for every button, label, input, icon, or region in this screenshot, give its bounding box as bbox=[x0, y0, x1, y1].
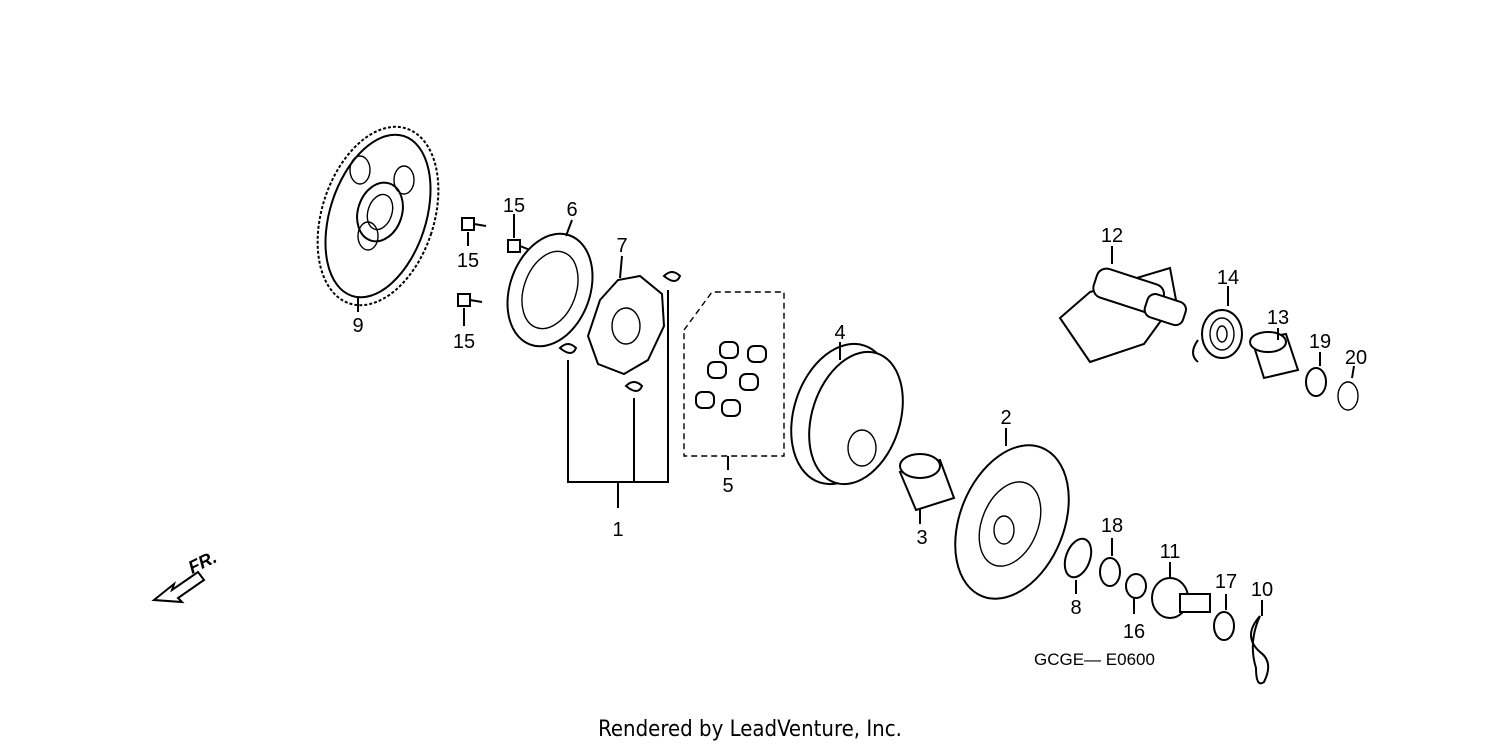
label-part-20: 20 bbox=[1345, 347, 1367, 369]
part-2-fan[interactable] bbox=[934, 428, 1090, 615]
label-part-1: 1 bbox=[612, 519, 623, 541]
label-part-4: 4 bbox=[834, 322, 845, 344]
label-part-2: 2 bbox=[1000, 407, 1011, 429]
part-1-spring-cap-c[interactable] bbox=[662, 271, 682, 282]
part-1-spring-cap-b[interactable] bbox=[624, 381, 644, 392]
front-direction-arrow: FR. bbox=[151, 547, 220, 604]
part-15-bolt-lower-left[interactable] bbox=[457, 293, 483, 307]
label-part-5: 5 bbox=[722, 475, 733, 497]
part-20-circlip[interactable] bbox=[1337, 381, 1359, 411]
label-part-15c: 15 bbox=[453, 331, 475, 353]
part-13-bushing[interactable] bbox=[1249, 331, 1300, 380]
part-18-washer[interactable] bbox=[1099, 557, 1121, 587]
part-10-clip[interactable] bbox=[1250, 615, 1270, 685]
label-part-8: 8 bbox=[1070, 597, 1081, 619]
part-3-collar[interactable] bbox=[898, 453, 956, 512]
label-part-17: 17 bbox=[1215, 571, 1237, 593]
part-15-bolt-upper-left[interactable] bbox=[461, 217, 487, 231]
part-6-plate[interactable] bbox=[493, 222, 608, 358]
label-part-19: 19 bbox=[1309, 331, 1331, 353]
part-11-starter-pinion[interactable] bbox=[1151, 577, 1211, 619]
label-part-10: 10 bbox=[1251, 579, 1273, 601]
part-8-washer-plate[interactable] bbox=[1060, 535, 1096, 581]
label-part-16: 16 bbox=[1123, 621, 1145, 643]
direction-label: FR. bbox=[185, 547, 220, 578]
label-part-6: 6 bbox=[566, 199, 577, 221]
label-part-3: 3 bbox=[916, 527, 927, 549]
label-part-13: 13 bbox=[1267, 307, 1289, 329]
part-4-drive-face[interactable] bbox=[774, 331, 919, 498]
part-9-driven-gear[interactable] bbox=[296, 111, 459, 321]
label-part-7: 7 bbox=[616, 235, 627, 257]
label-part-15b: 15 bbox=[457, 250, 479, 272]
label-part-11: 11 bbox=[1160, 541, 1181, 563]
label-part-9: 9 bbox=[352, 315, 363, 337]
part-7-one-way-clutch[interactable] bbox=[586, 274, 666, 376]
part-12-kick-spindle[interactable] bbox=[1058, 266, 1188, 364]
label-part-18: 18 bbox=[1101, 515, 1123, 537]
part-17-washer[interactable] bbox=[1213, 611, 1235, 641]
label-part-14: 14 bbox=[1217, 267, 1239, 289]
part-14-kick-spring[interactable] bbox=[1192, 309, 1243, 363]
part-16-nut[interactable] bbox=[1125, 573, 1147, 599]
diagram-code: GCGE— E0600 bbox=[1034, 650, 1155, 669]
part-5-weight-rollers[interactable] bbox=[695, 341, 767, 417]
label-part-12: 12 bbox=[1101, 225, 1123, 247]
credit-text: Rendered by LeadVenture, Inc. bbox=[598, 717, 902, 742]
part-19-washer[interactable] bbox=[1305, 367, 1327, 397]
label-part-15a: 15 bbox=[503, 195, 525, 217]
part-1-spring-cap-a[interactable] bbox=[558, 343, 578, 354]
